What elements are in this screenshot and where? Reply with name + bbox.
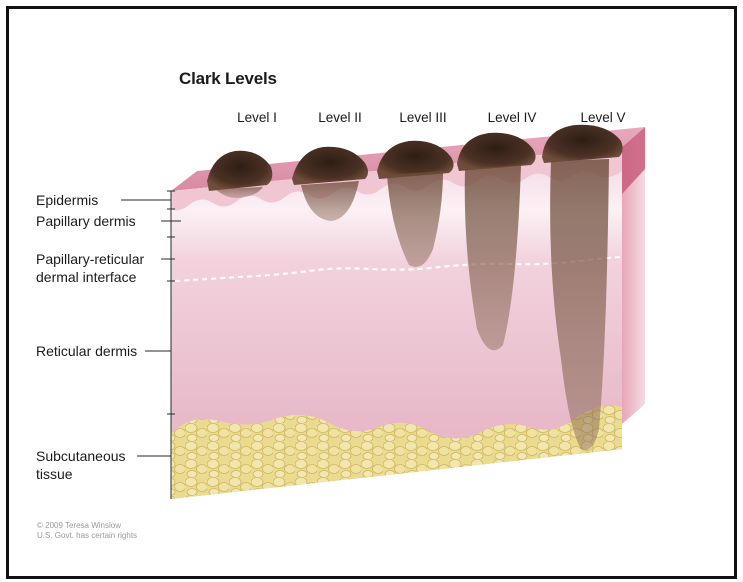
subcutaneous-label: Subcutaneous tissue — [36, 447, 126, 483]
epidermis-label: Epidermis — [36, 191, 98, 209]
level-4-label: Level IV — [488, 110, 537, 125]
reticular-dermis-label: Reticular dermis — [36, 342, 137, 360]
interface-label-line1: Papillary-reticular — [36, 250, 144, 268]
level-2-label: Level II — [318, 110, 362, 125]
credit-line-1: © 2009 Teresa Winslow — [37, 521, 137, 531]
subcutaneous-label-line1: Subcutaneous — [36, 447, 126, 465]
figure-frame: Clark Levels Level I Level II Level III … — [6, 6, 737, 579]
interface-label: Papillary-reticular dermal interface — [36, 250, 144, 286]
level-1-label: Level I — [237, 110, 277, 125]
papillary-dermis-label: Papillary dermis — [36, 212, 136, 230]
subcutaneous-label-line2: tissue — [36, 465, 126, 483]
credit-line-2: U.S. Govt. has certain rights — [37, 531, 137, 541]
skin-cross-section — [9, 9, 734, 576]
level-5-label: Level V — [580, 110, 625, 125]
figure-title: Clark Levels — [179, 69, 277, 89]
copyright-credit: © 2009 Teresa Winslow U.S. Govt. has cer… — [37, 521, 137, 541]
level-3-label: Level III — [399, 110, 446, 125]
interface-label-line2: dermal interface — [36, 268, 144, 286]
